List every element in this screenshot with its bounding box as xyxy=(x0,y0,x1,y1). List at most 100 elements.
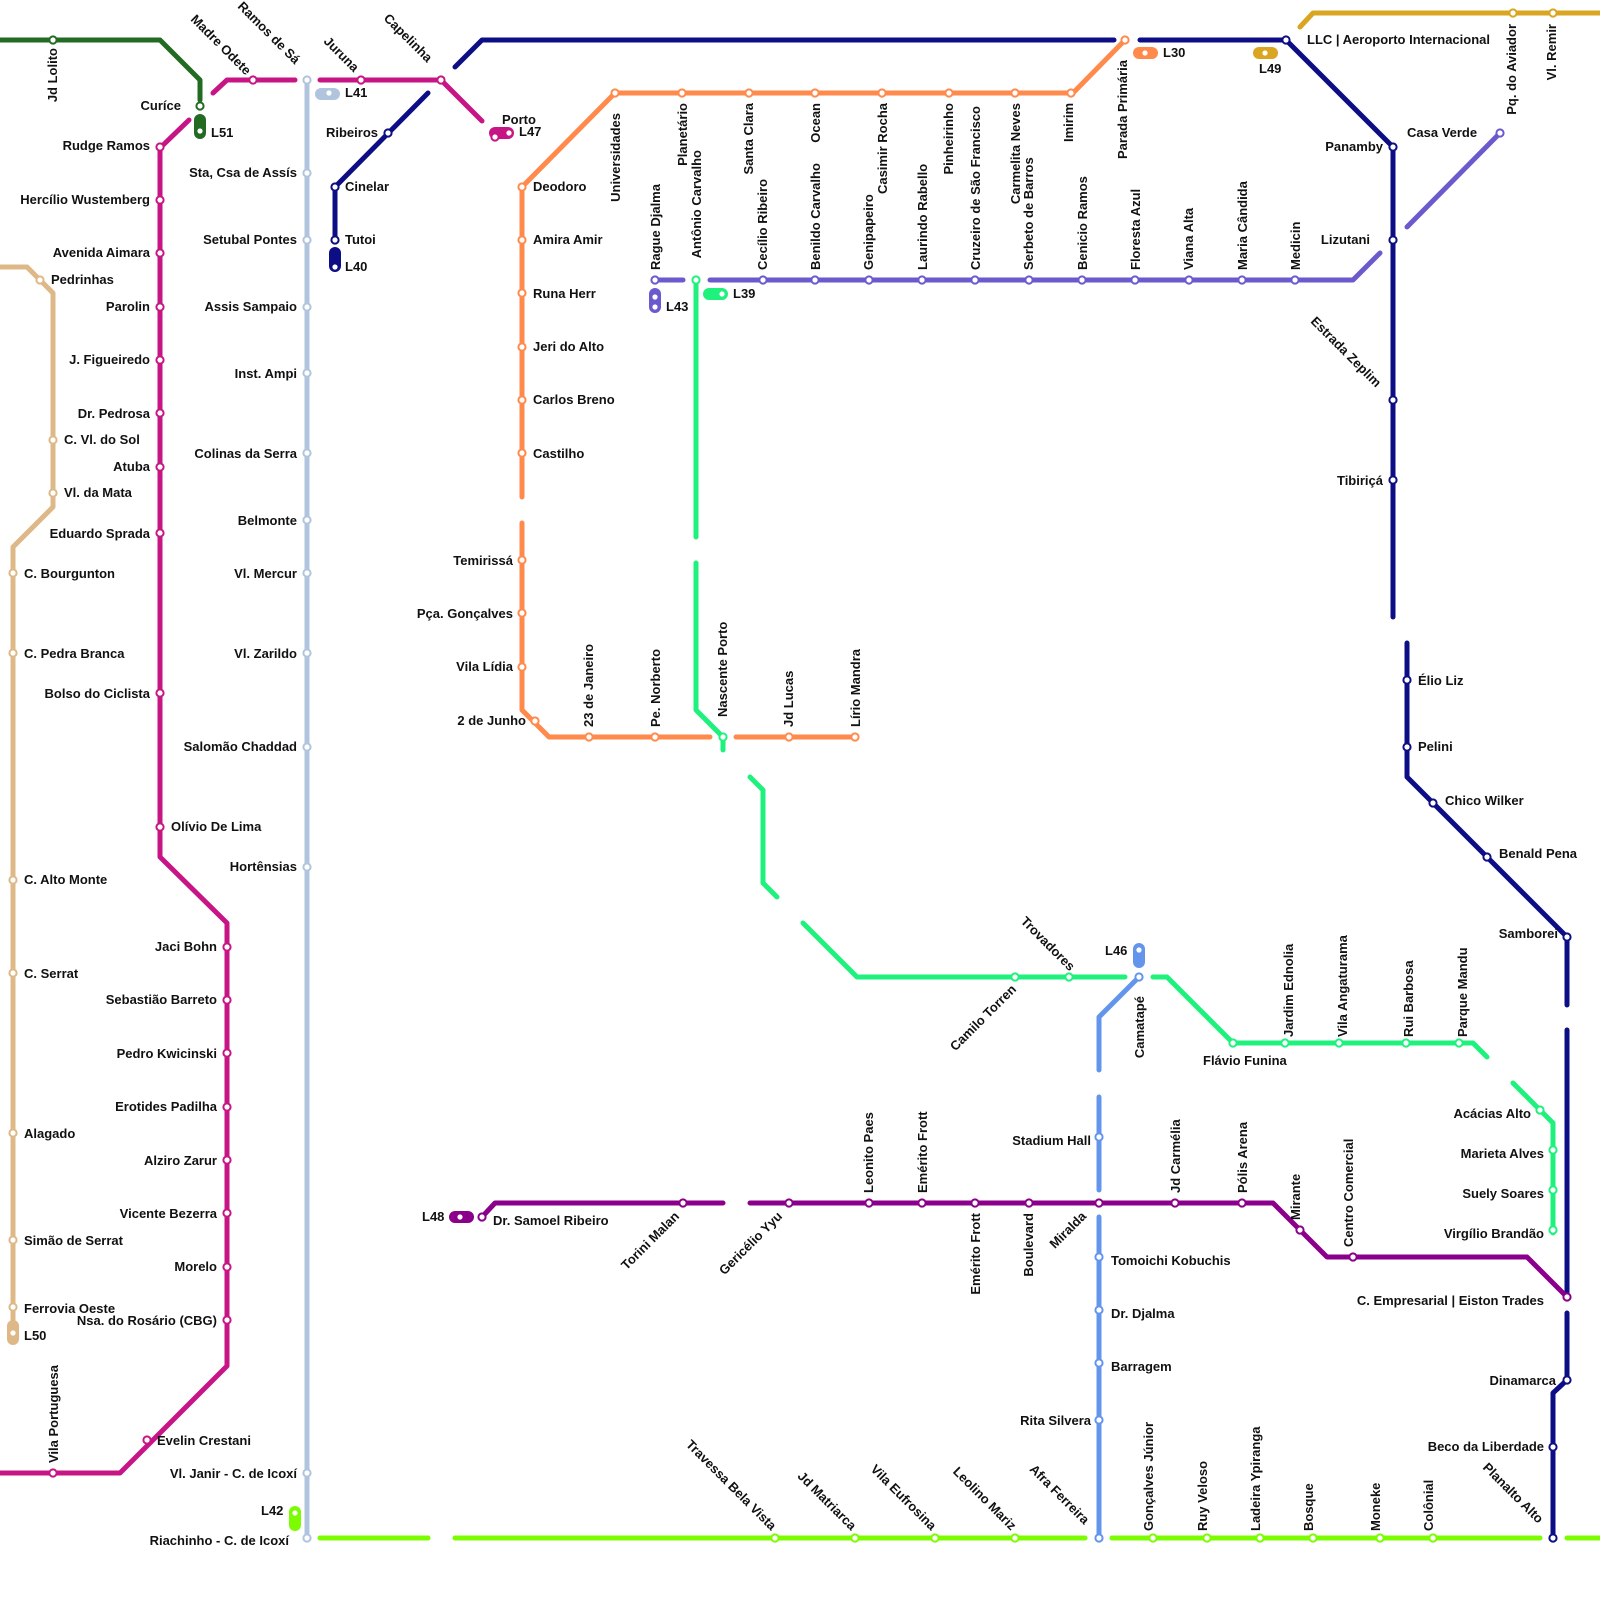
line-l39-path-3 xyxy=(750,777,777,897)
station-marker-l39-dot xyxy=(718,290,725,297)
station-marker-casimir xyxy=(878,89,885,96)
station-marker-juruna xyxy=(357,76,364,83)
station-label-colinas: Colinas da Serra xyxy=(194,446,297,461)
station-label-polis: Pólis Arena xyxy=(1235,1121,1250,1193)
station-marker-santa-clara xyxy=(745,89,752,96)
station-label-ruy-veloso: Ruy Veloso xyxy=(1195,1461,1210,1531)
station-label-parolin: Parolin xyxy=(106,299,150,314)
station-marker-ramos-de-sa xyxy=(249,76,256,83)
station-label-vinte-tres-jan: 23 de Janeiro xyxy=(581,644,596,727)
station-label-dois-junho: 2 de Junho xyxy=(457,713,526,728)
l30-label: L30 xyxy=(1163,45,1185,60)
station-marker-inst-ampi xyxy=(303,369,310,376)
station-marker-capelinha xyxy=(437,76,444,83)
station-label-pelini: Pelini xyxy=(1418,739,1453,754)
station-marker-l41-pill-dot xyxy=(325,89,332,96)
station-marker-flavio xyxy=(1229,1039,1236,1046)
station-label-trovadores: Trovadores xyxy=(1018,914,1078,974)
station-label-jd-matriarca: Jd Matriarca xyxy=(795,1468,860,1533)
station-marker-l48-dot xyxy=(456,1213,463,1220)
station-label-hortensias: Hortênsias xyxy=(230,859,297,874)
station-label-curice: Curíce xyxy=(141,98,181,113)
station-marker-jaci-bohn xyxy=(223,943,230,950)
line-l39-path-4 xyxy=(803,923,1125,977)
station-label-olivio: Olívio De Lima xyxy=(171,819,262,834)
station-label-genipapeiro: Genipapeiro xyxy=(861,194,876,270)
station-label-santa-clara: Santa Clara xyxy=(741,102,756,174)
station-marker-deodoro xyxy=(518,183,525,190)
station-label-amira: Amira Amir xyxy=(533,232,603,247)
station-label-elio-liz: Élio Liz xyxy=(1418,673,1464,688)
station-label-sebastiao: Sebastião Barreto xyxy=(106,992,217,1007)
line-l50-path xyxy=(0,267,53,1326)
station-marker-suely xyxy=(1549,1186,1556,1193)
station-label-pinheirinho: Pinheirinho xyxy=(941,103,956,175)
station-label-setubal: Setubal Pontes xyxy=(203,232,297,247)
station-label-jd-lucas: Jd Lucas xyxy=(781,671,796,727)
station-marker-runa xyxy=(518,289,525,296)
station-label-simao: Simão de Serrat xyxy=(24,1233,124,1248)
station-marker-vila-eufrosina xyxy=(931,1534,938,1541)
l46-label: L46 xyxy=(1105,943,1127,958)
station-marker-emerito-top xyxy=(918,1199,925,1206)
station-label-vl-janir: Vl. Janir - C. de Icoxí xyxy=(170,1466,298,1481)
station-marker-pq-aviador xyxy=(1509,9,1516,16)
station-label-morelo: Morelo xyxy=(174,1259,217,1274)
station-marker-bosque xyxy=(1309,1534,1316,1541)
station-marker-panamby xyxy=(1389,143,1396,150)
station-marker-amira xyxy=(518,236,525,243)
station-marker-estrada-zeplim xyxy=(1389,396,1396,403)
station-marker-avenida-aimara xyxy=(156,249,163,256)
station-marker-elio-liz xyxy=(1403,676,1410,683)
station-marker-l40-end xyxy=(331,263,338,270)
station-marker-alziro xyxy=(223,1156,230,1163)
station-label-assis-sampaio: Assis Sampaio xyxy=(205,299,298,314)
station-marker-c-vl-sol xyxy=(49,436,56,443)
station-label-leolino: Leolino Mariz xyxy=(950,1464,1020,1534)
station-marker-dinamarca xyxy=(1563,1376,1570,1383)
station-marker-ribeiros xyxy=(384,129,391,136)
station-label-medicin: Medicin xyxy=(1288,222,1303,270)
station-label-antonio-carvalho: Antônio Carvalho xyxy=(689,150,704,258)
station-label-vila-eufrosina: Vila Eufrosina xyxy=(868,1461,940,1533)
station-marker-benald xyxy=(1483,853,1490,860)
station-marker-erotides xyxy=(223,1103,230,1110)
l41-label: L41 xyxy=(345,85,367,100)
station-marker-rita xyxy=(1095,1416,1102,1423)
station-marker-miralda xyxy=(1095,1199,1102,1206)
station-label-barragem: Barragem xyxy=(1111,1359,1172,1374)
station-marker-salomao xyxy=(303,743,310,750)
station-marker-sebastiao xyxy=(223,996,230,1003)
station-label-universidades: Universidades xyxy=(608,113,623,202)
station-label-parada: Parada Primária xyxy=(1115,59,1130,159)
station-marker-l47-dot xyxy=(491,133,498,140)
station-label-viana: Viana Alta xyxy=(1181,207,1196,270)
station-label-miralda: Miralda xyxy=(1046,1208,1089,1251)
station-label-alagado: Alagado xyxy=(24,1126,75,1141)
station-label-torini: Torini Malan xyxy=(618,1208,682,1272)
station-label-c-serrat: C. Serrat xyxy=(24,966,79,981)
station-marker-rague xyxy=(651,276,658,283)
station-marker-mirante xyxy=(1296,1226,1303,1233)
station-marker-riachinho xyxy=(303,1534,310,1541)
station-label-c-pedra-branca: C. Pedra Branca xyxy=(24,646,125,661)
station-label-vl-zarildo: Vl. Zarildo xyxy=(234,646,297,661)
station-marker-dr-djalma xyxy=(1095,1306,1102,1313)
station-label-pedro-k: Pedro Kwicinski xyxy=(117,1046,217,1061)
station-marker-casa-verde-end xyxy=(1496,129,1503,136)
station-marker-goncalves-jr xyxy=(1149,1534,1156,1541)
station-marker-assis-sampaio xyxy=(303,303,310,310)
station-marker-vl-mercur xyxy=(303,569,310,576)
station-label-riachinho: Riachinho - C. de Icoxí xyxy=(150,1533,290,1548)
station-label-temirissa: Temirissá xyxy=(453,553,514,568)
station-marker-laurindo xyxy=(918,276,925,283)
station-label-casimir: Casimir Rocha xyxy=(875,102,890,194)
station-label-samborei: Samborei xyxy=(1499,926,1558,941)
station-marker-morelo xyxy=(223,1263,230,1270)
line-l39-path-5 xyxy=(1153,977,1487,1057)
station-label-gericelio: Gericélio Yyu xyxy=(716,1208,785,1277)
station-marker-chico xyxy=(1429,799,1436,806)
station-label-mirante: Mirante xyxy=(1288,1174,1303,1220)
line-l51-path xyxy=(0,40,200,100)
station-marker-j-figueiredo xyxy=(156,356,163,363)
